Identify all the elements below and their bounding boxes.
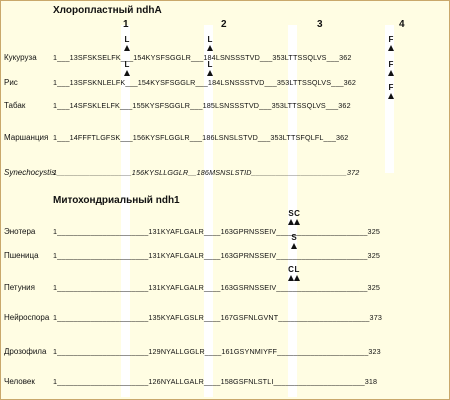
- organism-name: Петуния: [4, 283, 35, 292]
- edit-arrow-mito-0-col3: [294, 219, 300, 225]
- highlight-band-4: [385, 25, 394, 173]
- organism-name: Табак: [4, 101, 26, 110]
- sequence-line: 1___13SFSKSELFK___154KYSFSGGLR___184LSNS…: [53, 53, 352, 62]
- edit-marker-chloro-1-col2: L: [207, 60, 213, 69]
- organism-name: Пшеница: [4, 251, 39, 260]
- edit-arrow-mito-2-col3: [294, 275, 300, 281]
- organism-name: Человек: [4, 377, 35, 386]
- edit-marker-chloro-0-col1: L: [124, 35, 130, 44]
- organism-name: Энотера: [4, 227, 36, 236]
- sequence-line: 1______________________131KYAFLGALR____1…: [53, 251, 380, 260]
- edit-marker-chloro-2-col4: F: [388, 83, 394, 92]
- edit-arrow-chloro-1-col1: [124, 70, 130, 76]
- sequence-line: 1__________________156KYSLLGGLR__186MSNS…: [53, 168, 360, 177]
- highlight-band-2: [204, 25, 213, 397]
- sequence-line: 1______________________129NYALLGGLR____1…: [53, 347, 381, 356]
- edit-marker-mito-1-col3: S: [291, 233, 297, 242]
- edit-arrow-chloro-1-col2: [207, 70, 213, 76]
- organism-name: Synechocystis: [4, 168, 56, 177]
- column-number-4: 4: [399, 19, 405, 30]
- sequence-line: 1___14SFSKLELFK___155KYSFSGGLR___185LSNS…: [53, 101, 351, 110]
- edit-marker-chloro-1-col4: F: [388, 60, 394, 69]
- organism-name: Рис: [4, 78, 18, 87]
- edit-marker-chloro-0-col2: L: [207, 35, 213, 44]
- edit-arrow-chloro-1-col4: [388, 70, 394, 76]
- edit-marker-chloro-0-col4: F: [388, 35, 394, 44]
- edit-arrow-mito-1-col3: [291, 243, 297, 249]
- organism-name: Дрозофила: [4, 347, 47, 356]
- edit-marker-mito-0-col3: C: [294, 209, 300, 218]
- sequence-line: 1___14FFFTLGFSK___156KYSFLGGLR___186LSNS…: [53, 133, 349, 142]
- edit-marker-mito-2-col3: L: [294, 265, 300, 274]
- sequence-line: 1______________________135KYAFLGSLR____1…: [53, 313, 382, 322]
- highlight-band-1: [121, 25, 130, 397]
- edit-marker-mito-2-col3: C: [288, 265, 294, 274]
- sequence-line: 1______________________131KYAFLGALR____1…: [53, 283, 380, 292]
- sequence-line: 1______________________126NYALLGALR____1…: [53, 377, 378, 386]
- column-number-1: 1: [123, 19, 129, 30]
- edit-arrow-chloro-0-col1: [124, 45, 130, 51]
- highlight-band-3: [288, 25, 297, 397]
- edit-arrow-mito-2-col3: [288, 275, 294, 281]
- organism-name: Маршанция: [4, 133, 49, 142]
- edit-marker-chloro-1-col1: L: [124, 60, 130, 69]
- organism-name: Кукуруза: [4, 53, 37, 62]
- edit-arrow-chloro-2-col4: [388, 93, 394, 99]
- edit-arrow-chloro-0-col4: [388, 45, 394, 51]
- section-title-mito: Митохондриальный ndh1: [53, 195, 180, 206]
- edit-marker-mito-0-col3: S: [288, 209, 294, 218]
- edit-arrow-chloro-0-col2: [207, 45, 213, 51]
- sequence-line: 1______________________131KYAFLGALR____1…: [53, 227, 380, 236]
- column-number-3: 3: [317, 19, 323, 30]
- sequence-line: 1___13SFSKNLELFK___154KYSFSGGLR___184LSN…: [53, 78, 357, 87]
- column-number-2: 2: [221, 19, 227, 30]
- section-title-chloroplast: Хлоропластный ndhA: [53, 5, 162, 16]
- edit-arrow-mito-0-col3: [288, 219, 294, 225]
- organism-name: Нейроспора: [4, 313, 50, 322]
